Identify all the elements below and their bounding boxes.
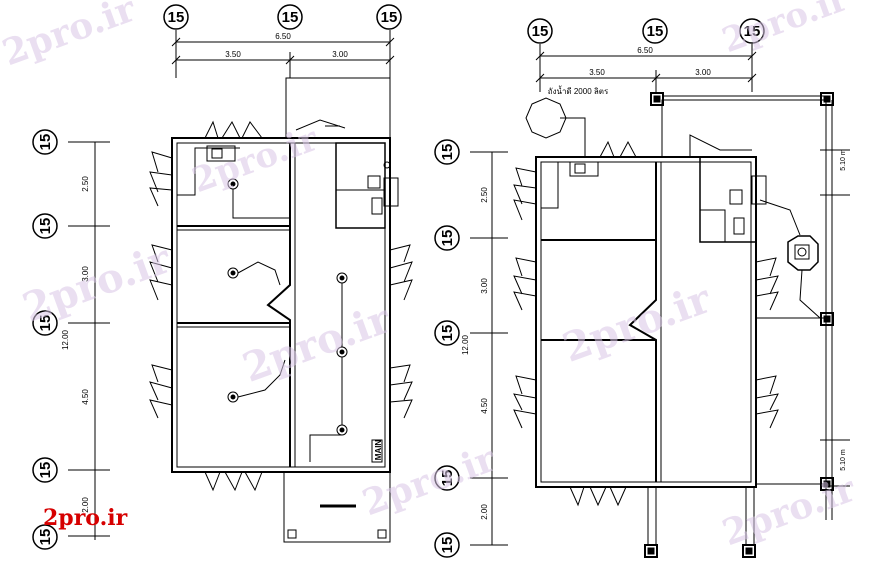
grid-label-mid-1: 15: [439, 144, 456, 161]
grid-label-top-4: 15: [532, 23, 549, 40]
grid-label-left-1: 15: [37, 134, 54, 151]
left-total-depth: 12.00: [61, 329, 70, 350]
grid-label-top-2: 15: [282, 9, 299, 26]
left-floor-plan: [68, 30, 413, 543]
right-bay-width-1: 3.50: [589, 68, 605, 77]
grid-label-left-5: 15: [37, 529, 54, 546]
grid-label-mid-5: 15: [439, 537, 456, 554]
right-bay-width-2: 3.00: [695, 68, 711, 77]
right-bay-depth-2: 3.00: [480, 278, 489, 294]
grid-label-mid-2: 15: [439, 230, 456, 247]
right-bay-depth-4: 2.00: [480, 504, 489, 520]
grid-label-top-1: 15: [168, 9, 185, 26]
grid-label-top-3: 15: [381, 9, 398, 26]
brand-logo: 2pro.ir: [43, 505, 128, 531]
left-bay-width-2: 3.00: [332, 50, 348, 59]
left-bay-width-1: 3.50: [225, 50, 241, 59]
right-bay-depth-3: 4.50: [480, 398, 489, 414]
right-bay-depth-1: 2.50: [480, 187, 489, 203]
side-dim-lower: 5.10 m: [840, 449, 847, 471]
right-total-depth: 12.00: [461, 334, 470, 355]
grid-label-left-4: 15: [37, 462, 54, 479]
water-tank-label: ถังน้ำดี 2000 ลิตร: [548, 85, 609, 96]
main-panel-label: MAIN: [374, 440, 383, 461]
grid-label-top-6: 15: [744, 23, 761, 40]
left-bay-depth-4: 2.00: [81, 497, 90, 513]
left-bay-depth-3: 4.50: [81, 389, 90, 405]
grid-label-mid-3: 15: [439, 325, 456, 342]
right-overall-width: 6.50: [637, 46, 653, 55]
grid-label-top-5: 15: [647, 23, 664, 40]
left-overall-width: 6.50: [275, 32, 291, 41]
column-markers: [644, 92, 834, 558]
grid-bubbles: [32, 4, 765, 558]
grid-label-left-3: 15: [37, 315, 54, 332]
side-dim-upper: 5.10 m: [840, 149, 847, 171]
grid-label-mid-4: 15: [439, 470, 456, 487]
left-bay-depth-2: 3.00: [81, 266, 90, 282]
left-bay-depth-1: 2.50: [81, 176, 90, 192]
grid-label-left-2: 15: [37, 218, 54, 235]
